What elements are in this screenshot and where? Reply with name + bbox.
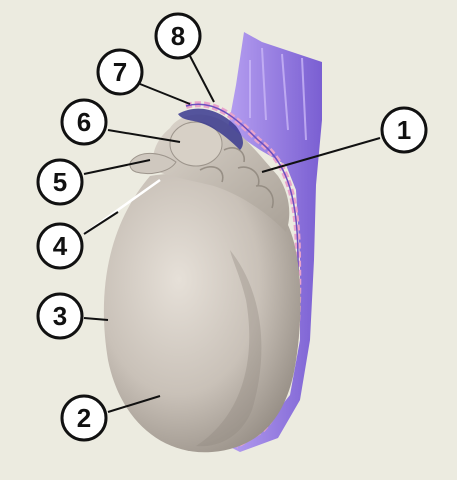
callout-8: 8 [154, 12, 202, 60]
callouts: 1 2 3 4 5 6 7 8 [36, 12, 428, 442]
leader-6 [107, 129, 181, 143]
leader-3 [83, 317, 109, 321]
callout-2: 2 [60, 394, 108, 442]
callout-1-label: 1 [397, 115, 411, 145]
testis [103, 173, 301, 453]
leader-2 [107, 395, 161, 413]
callout-7-label: 7 [113, 57, 127, 87]
callout-6: 6 [60, 98, 108, 146]
callout-3: 3 [36, 292, 84, 340]
leader-5 [83, 159, 151, 175]
appendix-of-testis [129, 153, 177, 175]
leader-lines [83, 55, 381, 413]
callout-5-label: 5 [53, 167, 67, 197]
callout-6-label: 6 [77, 107, 91, 137]
callout-8-label: 8 [171, 21, 185, 51]
callout-2-label: 2 [77, 403, 91, 433]
epididymis-coils [199, 147, 274, 209]
callout-4: 4 [36, 222, 84, 270]
epididymis-head [169, 121, 223, 167]
leader-1 [261, 137, 381, 173]
callout-7: 7 [96, 48, 144, 96]
leader-4-dark [83, 211, 119, 235]
testis-shading [196, 250, 262, 447]
callout-1: 1 [380, 106, 428, 154]
leader-7 [139, 83, 191, 105]
tunica-top-edge [178, 108, 243, 150]
callout-4-label: 4 [53, 231, 68, 261]
cord-striations [249, 47, 307, 141]
callout-3-label: 3 [53, 301, 67, 331]
callout-5: 5 [36, 158, 84, 206]
leader-8 [189, 55, 215, 103]
